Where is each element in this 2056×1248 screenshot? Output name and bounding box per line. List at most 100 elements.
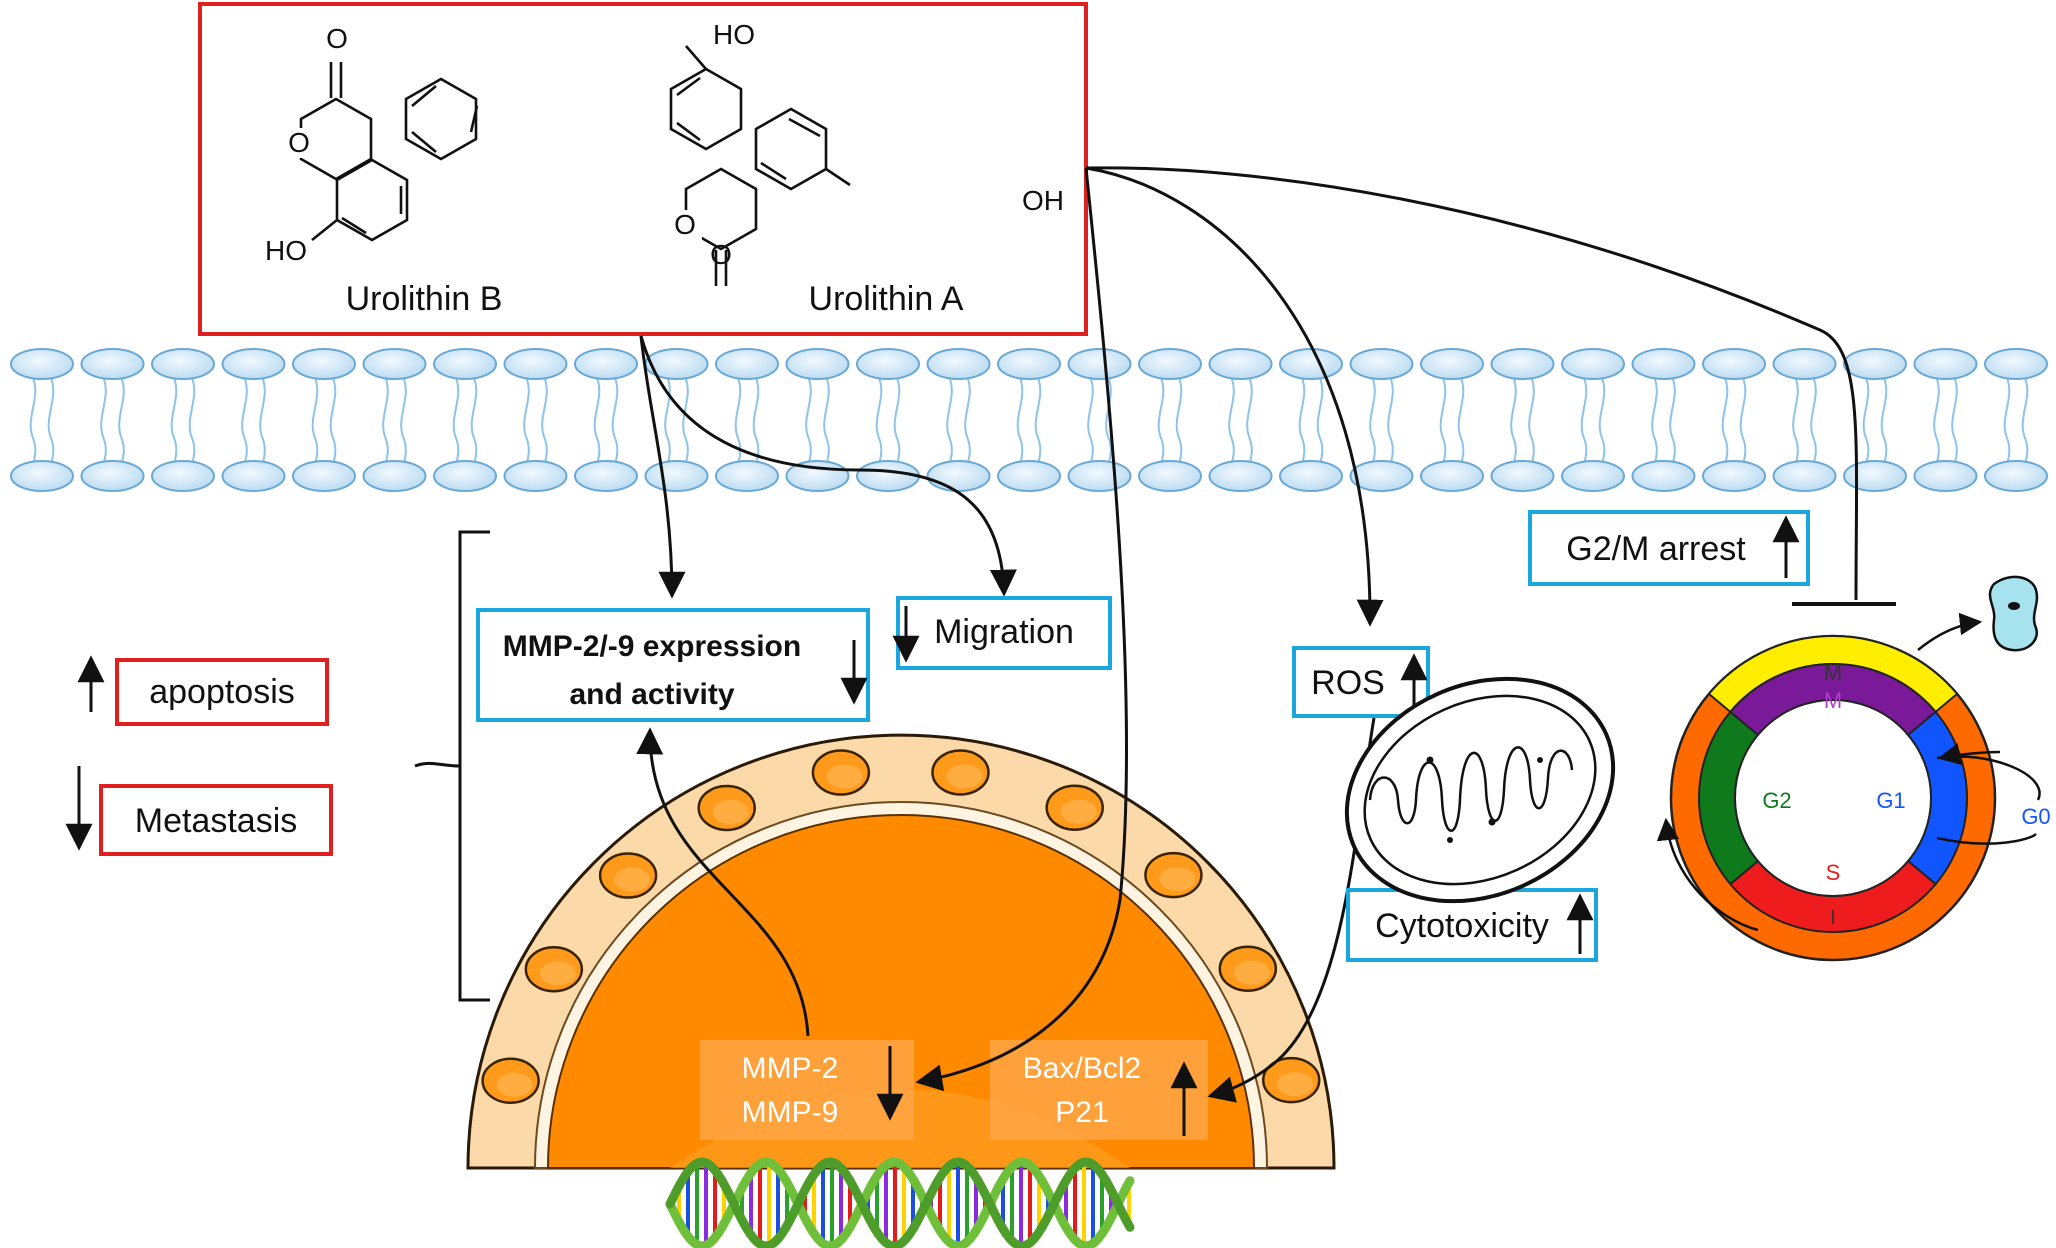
lipid-head-inner <box>503 460 568 492</box>
nuclear-pore-highlight <box>1060 799 1097 824</box>
urolithin-a-ring-o-mask <box>668 210 702 240</box>
nuclear-pore-highlight <box>496 1072 533 1097</box>
lipid-head-outer <box>503 348 568 380</box>
nuclear-pore-highlight <box>1233 960 1270 985</box>
lipid-tail <box>1157 377 1165 469</box>
lipid-tail <box>47 377 55 469</box>
lipid-tail <box>734 377 742 469</box>
lipid-tail <box>611 377 619 469</box>
lipid-tail <box>1933 377 1940 469</box>
urolithin-b-hydroxyl: HO <box>265 235 307 266</box>
lipid-head-inner <box>1208 460 1273 492</box>
lipid-tail <box>118 377 125 469</box>
lipid-head-outer <box>221 348 286 380</box>
lipid-tail <box>1739 377 1747 469</box>
p21-label: P21 <box>1055 1096 1108 1129</box>
lipid-tail <box>2021 377 2029 469</box>
mmp-expression-line1: MMP-2/-9 expression <box>503 630 801 663</box>
lipid-head-outer <box>1420 348 1484 380</box>
lipid-tail <box>188 377 196 469</box>
lipid-head-outer <box>1772 348 1837 380</box>
lipid-tail <box>946 377 953 469</box>
apoptosis-genes-box <box>990 1040 1208 1140</box>
lipid-tail <box>2003 377 2011 469</box>
g0-entry-arrow <box>1937 742 2001 766</box>
lipid-tail <box>1880 377 1888 469</box>
lipid-head-inner <box>221 460 286 492</box>
lipid-head-inner <box>1702 460 1766 492</box>
lipid-tail <box>1528 377 1535 469</box>
urolithin-a-name: Urolithin A <box>809 280 964 318</box>
cell-cycle-i-label: I <box>1830 907 1836 929</box>
lipid-head-inner <box>1913 460 1978 492</box>
lipid-head-outer <box>1067 348 1132 380</box>
lipid-head-outer <box>1984 348 2048 380</box>
nuclear-pore-highlight <box>712 799 749 824</box>
lipid-tail <box>329 377 337 469</box>
lipid-tail <box>1387 377 1394 469</box>
metastasis-box <box>99 784 333 856</box>
cell-cycle-inner-m-label: M <box>1824 688 1842 713</box>
lipid-tail <box>241 377 248 469</box>
lipid-head-inner <box>80 460 145 492</box>
ros-label: ROS <box>1311 664 1385 702</box>
lipid-head-outer <box>1702 348 1766 380</box>
dividing-cell-icon <box>1988 575 2039 652</box>
lipid-tail <box>875 377 883 469</box>
lipid-tail <box>1810 377 1817 469</box>
mitochondrion <box>1344 676 1616 904</box>
metastasis-label: Metastasis <box>135 802 298 840</box>
lipid-tail <box>1298 377 1306 469</box>
nuclear-pore-highlight <box>1277 1072 1314 1097</box>
lipid-tail <box>100 377 107 469</box>
lipid-tail <box>1951 377 1958 469</box>
lipid-tail <box>964 377 971 469</box>
lipid-tail <box>400 377 407 469</box>
nuclear-pore-highlight <box>826 764 863 789</box>
lipid-tail <box>1034 377 1042 469</box>
cell-membrane <box>10 348 2048 492</box>
lipid-tail <box>1721 377 1729 469</box>
lipid-head-inner <box>151 460 215 492</box>
urolithin-b-name: Urolithin B <box>346 280 503 318</box>
lipid-head-outer <box>362 348 427 380</box>
lipid-head-inner <box>1420 460 1484 492</box>
lipid-head-inner <box>1561 460 1625 492</box>
lipid-head-outer <box>80 348 145 380</box>
pathway-arrows <box>636 166 1896 1103</box>
lipid-head-outer <box>1279 348 1343 380</box>
inhibition-to-cell-cycle <box>1085 166 1859 601</box>
lipid-tail <box>382 377 389 469</box>
lipid-tail <box>1439 377 1447 469</box>
lipid-head-inner <box>362 460 427 492</box>
urolithin-a-structure <box>669 45 851 286</box>
cell-cycle-diagram: M M G2 G1 S I G0 <box>1656 575 2051 962</box>
urolithin-a-carbonyl-o: O <box>710 239 732 270</box>
lipid-tail <box>259 377 266 469</box>
lipid-tail <box>1598 377 1606 469</box>
apoptosis-box <box>115 658 329 726</box>
lipid-head-inner <box>926 460 991 492</box>
lipid-head-outer <box>292 348 356 380</box>
lipid-head-inner <box>1984 460 2048 492</box>
lipid-head-inner <box>1279 460 1343 492</box>
lipid-head-inner <box>856 460 920 492</box>
dna-strand <box>665 1157 1135 1248</box>
arrow-to-migration <box>639 335 1017 597</box>
lipid-tail <box>1087 377 1094 469</box>
lipid-tail <box>1792 377 1799 469</box>
arrow-to-mmp-expression <box>639 335 686 599</box>
mmp-expression-line2: and activity <box>569 678 734 711</box>
lipid-head-outer <box>1138 348 1202 380</box>
lipid-tail <box>1457 377 1465 469</box>
lipid-head-outer <box>1349 348 1414 380</box>
lipid-tail <box>805 377 812 469</box>
lipid-tail <box>1246 377 1253 469</box>
cell-cycle-s-label: S <box>1826 860 1841 885</box>
lipid-tail <box>541 377 548 469</box>
lipid-tail <box>29 377 37 469</box>
effects-bracket <box>414 530 490 1002</box>
urolithin-b-structure <box>299 62 479 242</box>
nuclear-pore-highlight <box>946 764 983 789</box>
